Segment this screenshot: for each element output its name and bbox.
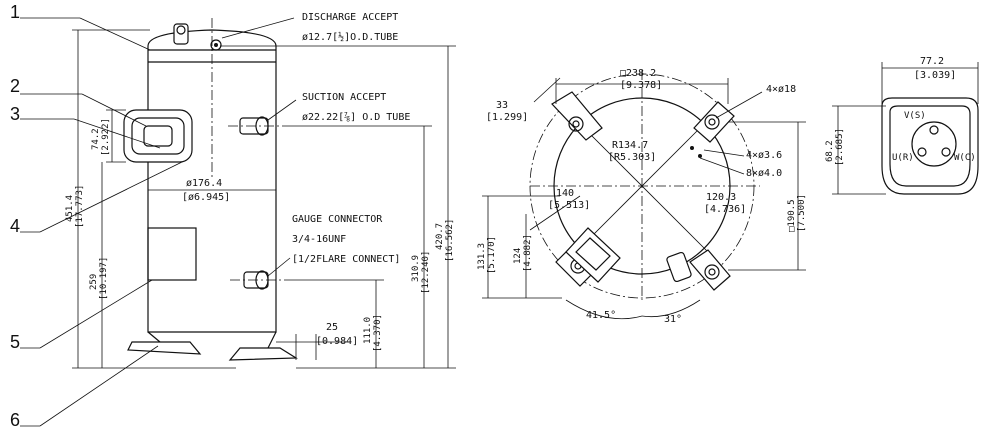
label-plate [147, 227, 197, 281]
terminal-w: W(C) [954, 153, 976, 163]
callout-3: 3 [10, 104, 20, 124]
dim-310-in: [12.240] [421, 251, 431, 294]
dim-25: 25 [326, 322, 338, 333]
dim-131: 131.3 [477, 243, 487, 270]
callout-1: 1 [10, 2, 20, 22]
dim-259-in: [10.197] [99, 257, 109, 300]
dim-h68-in: [2.685] [835, 128, 845, 166]
dim-310: 310.9 [411, 255, 421, 282]
dim-74: 74.2 [91, 128, 101, 150]
dim-33: 33 [496, 100, 508, 111]
dim-r134: R134.7 [612, 140, 648, 151]
foot-right [228, 347, 298, 361]
dim-dia176-in: [ø6.945] [182, 192, 230, 203]
gauge-title: GAUGE CONNECTOR [292, 214, 383, 225]
dim-124-in: [4.882] [523, 234, 533, 272]
dim-120-in: [4.736] [704, 204, 746, 215]
dim-sq238-in: [9.378] [620, 80, 662, 91]
terminal-box-top [565, 227, 621, 283]
dim-451-in: [17.773] [75, 185, 85, 228]
gauge-flare: [1/2FLARE CONNECT] [292, 254, 400, 265]
dim-120: 120.3 [706, 192, 736, 203]
discharge-size: ø12.7[½]O.D.TUBE [302, 31, 398, 43]
dim-131-in: [5.170] [487, 236, 497, 274]
terminal-plug [911, 121, 957, 167]
gauge-thread: 3/4-16UNF [292, 234, 346, 245]
dim-r134-in: [R5.303] [608, 152, 656, 163]
dim-h68: 68.2 [825, 140, 835, 162]
callout-5: 5 [10, 332, 20, 352]
mount-foot-tl [551, 91, 603, 141]
terminal-v: V(S) [904, 111, 926, 121]
dim-ang41: 41.5° [586, 310, 616, 321]
dim-holes36: 4×ø3.6 [746, 150, 782, 161]
discharge-port [210, 39, 222, 51]
side-view: 1 2 3 4 5 6 DISCHARGE ACCEPT ø12.7[½]O.D… [10, 2, 456, 430]
dim-140: 140 [556, 188, 574, 199]
dim-w77-in: [3.039] [914, 70, 956, 81]
dim-111-in: [4.370] [373, 314, 383, 352]
compressor-shell [147, 29, 277, 333]
dim-sq190-in: [7.500] [797, 194, 807, 232]
dim-124: 124 [513, 248, 523, 264]
gauge-top [666, 251, 692, 283]
dim-74-in: [2.922] [101, 118, 111, 156]
suction-size: ø22.22[⅞] O.D TUBE [302, 111, 410, 123]
dim-holes40: 8×ø4.0 [746, 168, 782, 179]
dim-420: 420.7 [435, 223, 445, 250]
callout-2: 2 [10, 76, 20, 96]
dim-sq190: □190.5 [787, 199, 797, 232]
callout-6: 6 [10, 410, 20, 430]
dim-w77: 77.2 [920, 56, 944, 67]
dim-140-in: [5.513] [548, 200, 590, 211]
dim-25-in: [0.984] [316, 336, 358, 347]
suction-title: SUCTION ACCEPT [302, 92, 386, 103]
dim-33-in: [1.299] [486, 112, 528, 123]
callout-4: 4 [10, 216, 20, 236]
dim-420-in: [16.562] [445, 219, 455, 262]
dim-259: 259 [89, 274, 99, 290]
terminal-u: U(R) [892, 153, 914, 163]
mount-foot-tr [693, 101, 735, 143]
terminal-cover [881, 97, 979, 195]
dim-111: 111.0 [363, 317, 373, 344]
dim-dia176: ø176.4 [186, 178, 222, 189]
dim-451: 451.4 [65, 195, 75, 222]
discharge-title: DISCHARGE ACCEPT [302, 12, 398, 23]
terminal-detail: V(S) U(R) W(C) 77.2 [3.039] 68.2 [2.685] [825, 56, 979, 195]
top-view: □238.2 [9.378] 33 [1.299] 4×ø18 R134.7 [… [477, 68, 807, 325]
dim-ang31: 31° [664, 314, 682, 325]
dim-holes18: 4×ø18 [766, 84, 796, 95]
mount-foot-br [689, 249, 731, 291]
foot-left [127, 341, 202, 355]
dim-sq238: □238.2 [620, 68, 656, 79]
